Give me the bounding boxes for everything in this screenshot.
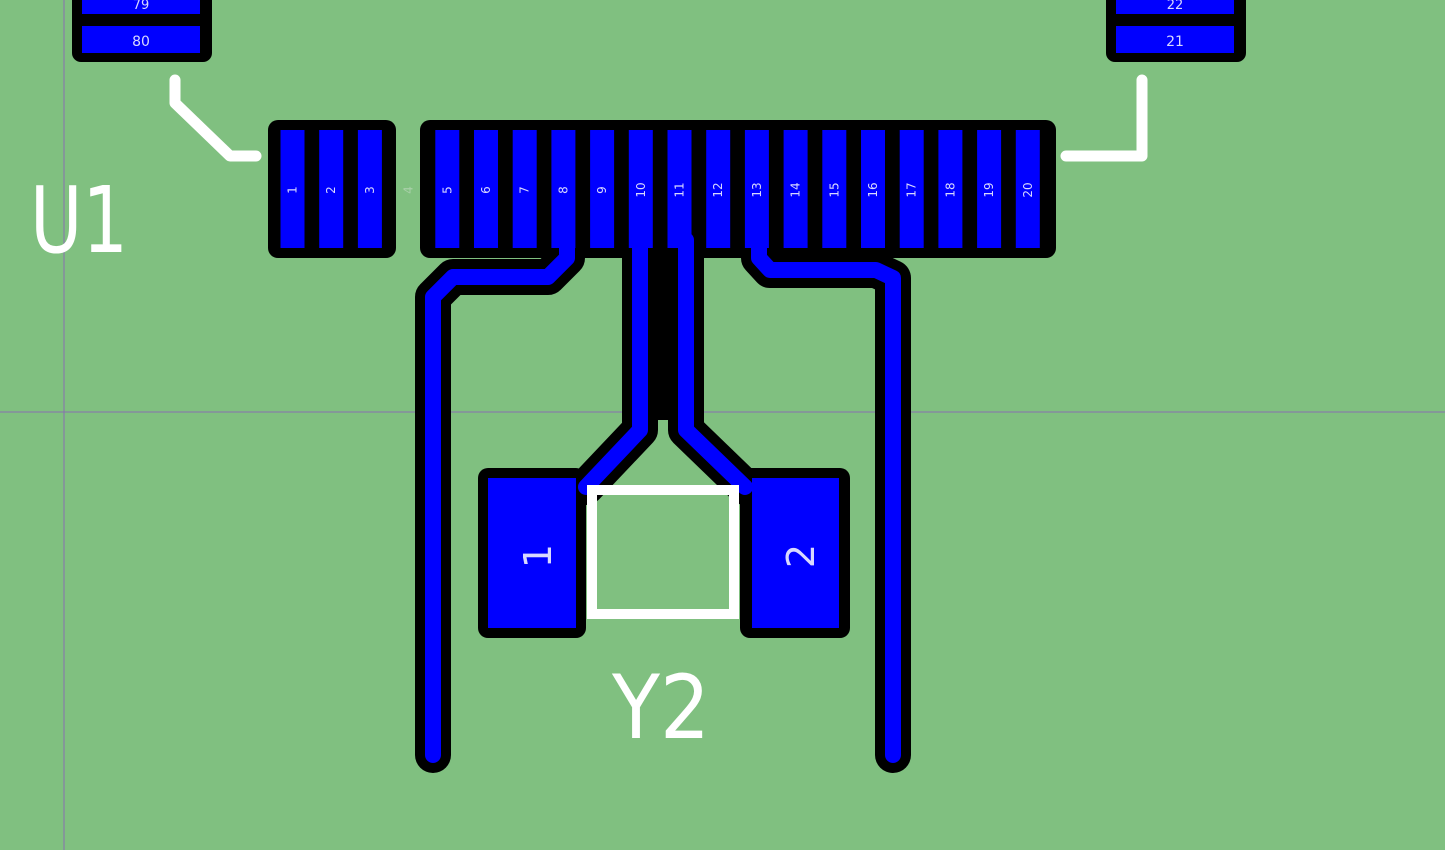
- u1-pad-3[interactable]: [357, 130, 382, 248]
- u1-pad-11[interactable]: [667, 130, 692, 248]
- copper-traces: [425, 232, 901, 763]
- u1-pad-18[interactable]: [938, 130, 963, 248]
- u1-pad-2[interactable]: [319, 130, 344, 248]
- u1-pad-1[interactable]: [280, 130, 305, 248]
- u1-pad-17[interactable]: [899, 130, 924, 248]
- u1-pad-8[interactable]: [551, 130, 576, 248]
- u1-pad-label: 79: [133, 0, 150, 13]
- u1-pad-label: 9: [595, 186, 609, 194]
- u1-pad-16[interactable]: [861, 130, 885, 248]
- u1-pad-label: 4: [402, 186, 416, 194]
- u1-right-pads: 22 21: [1106, 0, 1246, 62]
- u1-pad-9[interactable]: [590, 130, 615, 248]
- u1-pad-label: 12: [711, 182, 725, 197]
- y2-pad-label: 1: [516, 544, 560, 568]
- u1-pad-label: 3: [363, 186, 377, 194]
- u1-pad-label: 19: [982, 182, 996, 197]
- u1-bottom-pad-mask: [268, 120, 1056, 258]
- u1-pad-label: 5: [440, 186, 454, 194]
- u1-pad-label: 7: [518, 186, 532, 194]
- y2-pad-label: 2: [779, 544, 823, 568]
- y2-silkscreen-body[interactable]: [587, 485, 739, 619]
- u1-pad-label: 80: [132, 34, 150, 50]
- u1-pad-label: 6: [479, 186, 493, 194]
- trace-pin8-left[interactable]: [425, 232, 575, 763]
- u1-silkscreen-outline: [169, 74, 1148, 162]
- u1-pad-5[interactable]: [435, 130, 460, 248]
- y2-designator[interactable]: Y2: [611, 656, 710, 759]
- u1-pad-12[interactable]: [706, 130, 731, 248]
- trace-pin10-to-y2-pad1[interactable]: [578, 232, 648, 495]
- u1-pad-label: 13: [750, 182, 764, 197]
- trace-pin13-right[interactable]: [751, 232, 901, 763]
- u1-silkscreen-left-corner: [169, 74, 262, 162]
- u1-designator[interactable]: U1: [30, 167, 128, 274]
- y2-pads: 1 2: [488, 478, 839, 628]
- u1-pad-label: 8: [556, 186, 570, 194]
- u1-left-pads: 79 80: [72, 0, 212, 62]
- u1-pad-label: 15: [827, 182, 841, 197]
- u1-pad-label: 11: [673, 182, 687, 197]
- u1-pad-label: 18: [943, 182, 957, 197]
- u1-pad-label: 22: [1167, 0, 1184, 13]
- u1-pad-79[interactable]: [82, 0, 200, 14]
- u1-pad-mask-group-right: [420, 120, 1056, 258]
- u1-silkscreen-right-corner: [1060, 74, 1148, 162]
- u1-pad-label: 2: [324, 186, 338, 194]
- u1-pad-7[interactable]: [512, 130, 537, 248]
- u1-pad-10[interactable]: [628, 130, 653, 248]
- u1-pad-22[interactable]: [1116, 0, 1234, 14]
- u1-pad-19[interactable]: [977, 130, 1002, 248]
- u1-pad-label: 1: [286, 186, 300, 194]
- u1-pad-label: 14: [789, 182, 803, 197]
- u1-pad-label: 21: [1166, 34, 1184, 50]
- u1-pad-6[interactable]: [474, 130, 498, 248]
- u1-pad-80[interactable]: [82, 26, 200, 53]
- u1-pad-21[interactable]: [1116, 26, 1234, 53]
- u1-pad-13[interactable]: [744, 130, 769, 248]
- y2-pad-1[interactable]: [488, 478, 576, 628]
- y2-pad-2[interactable]: [752, 478, 839, 628]
- u1-pad-14[interactable]: [783, 130, 808, 248]
- u1-pad-15[interactable]: [822, 130, 847, 248]
- trace-pin11-to-y2-pad2[interactable]: [678, 232, 753, 495]
- u1-pad-label: 16: [866, 182, 880, 197]
- u1-pad-label: 20: [1021, 182, 1035, 197]
- u1-pad-20[interactable]: [1015, 130, 1040, 248]
- u1-pad-label: 17: [905, 182, 919, 197]
- u1-pad-label: 10: [634, 182, 648, 197]
